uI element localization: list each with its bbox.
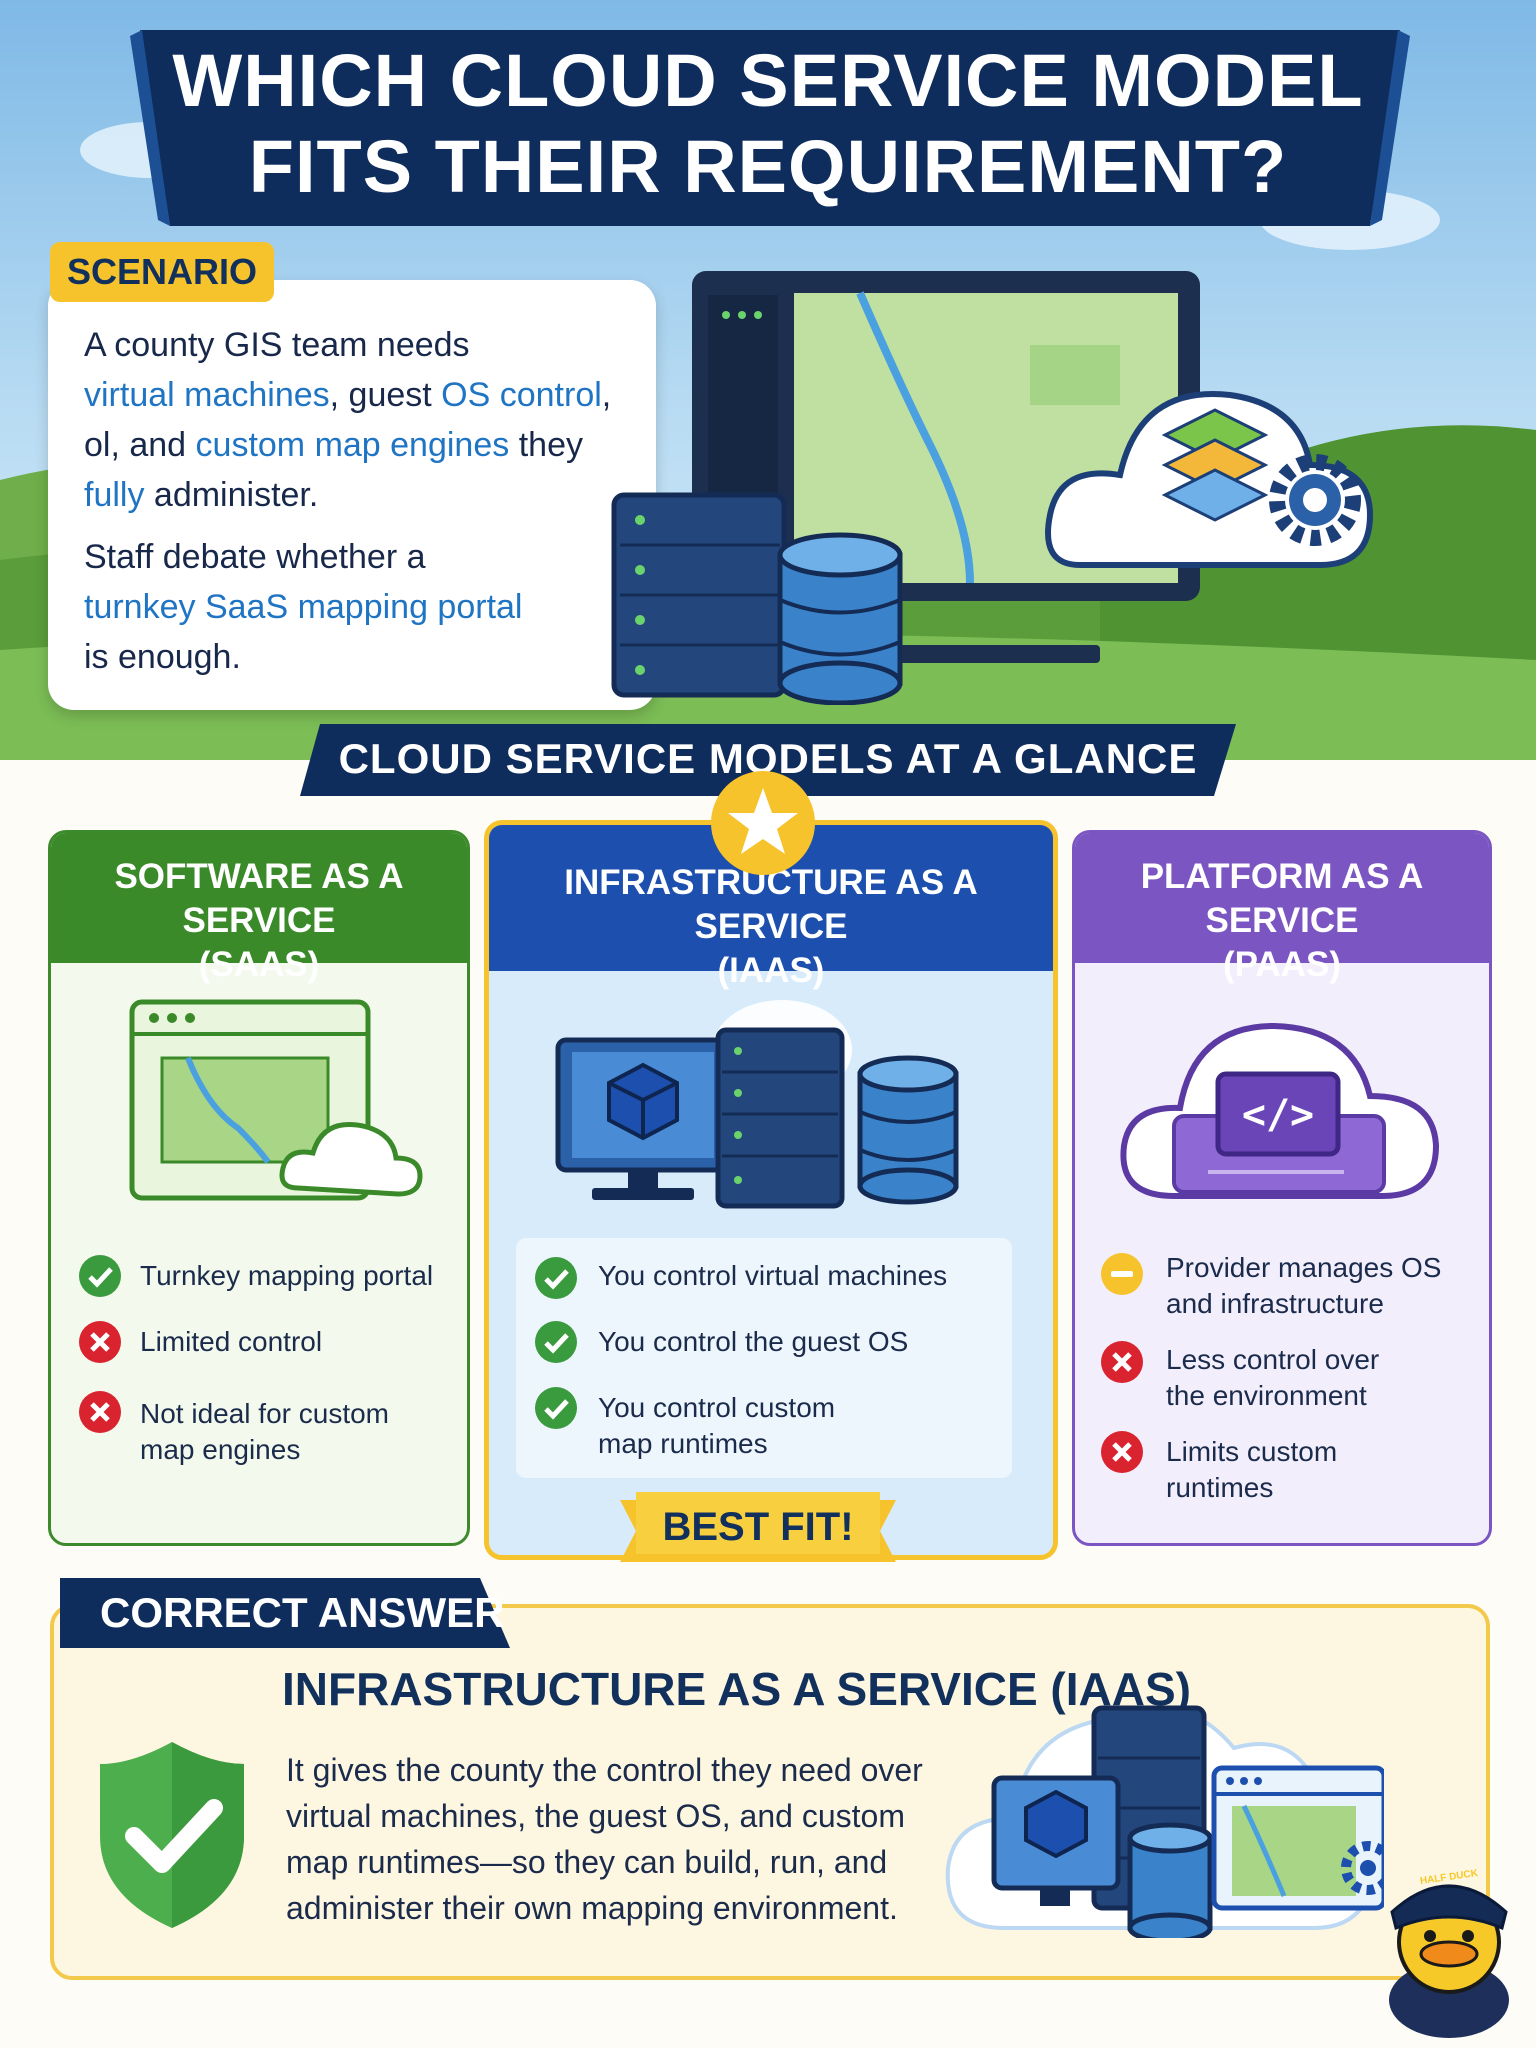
answer-line-3: map runtimes—so they can build, run, and xyxy=(286,1844,888,1880)
scenario-line-4: fully administer. xyxy=(84,476,318,515)
scenario-line-5: Staff debate whether a xyxy=(84,538,426,576)
duck-mascot xyxy=(1389,1884,1509,2038)
scenario-card xyxy=(48,280,656,710)
shield-check-icon xyxy=(100,1742,244,1928)
paas-bullet-1-line-1: Provider manages OS xyxy=(1166,1252,1442,1283)
scenario-tag: SCENARIO xyxy=(50,242,274,302)
iaas-bullet-3-line-1: You control custom xyxy=(598,1392,836,1423)
paas-header: PLATFORM AS A SERVICE (PAAS) xyxy=(1075,833,1489,984)
answer-heading: INFRASTRUCTURE AS A SERVICE (IAAS) xyxy=(282,1663,1191,1715)
paas-bullet-1-line-2: and infrastructure xyxy=(1166,1288,1384,1319)
paas-bullet-3: Limits custom runtimes xyxy=(1166,1434,1337,1506)
scenario-text: ol, and xyxy=(84,426,196,464)
saas-title: SOFTWARE AS A SERVICE xyxy=(114,857,404,940)
answer-illustration xyxy=(945,1705,1384,1938)
cross-icon xyxy=(1101,1431,1143,1473)
scenario-text: they xyxy=(509,426,583,464)
best-fit-label: BEST FIT! xyxy=(662,1505,854,1549)
glance-banner xyxy=(300,724,1236,796)
scenario-line-1: A county GIS team needs xyxy=(84,326,470,364)
paas-bullet-3-line-1: Limits custom xyxy=(1166,1436,1338,1467)
title-line-2: FITS THEIR REQUIREMENT? xyxy=(248,125,1288,208)
check-icon xyxy=(535,1321,577,1363)
answer-tag-label: CORRECT ANSWER xyxy=(100,1589,505,1636)
saas-bullet-3-line-1: Not ideal for custom xyxy=(140,1398,389,1429)
cross-icon xyxy=(79,1391,121,1433)
best-fit-badge xyxy=(620,1492,896,1562)
check-icon xyxy=(535,1387,577,1429)
server-icon xyxy=(715,1027,845,1209)
answer-tag xyxy=(60,1578,510,1648)
saas-bullet-3-line-2: map engines xyxy=(140,1434,301,1465)
scenario-line-6: turnkey SaaS mapping portal xyxy=(84,588,523,626)
scenario-highlight-vms: virtual machines xyxy=(84,376,330,414)
paas-bullet-2-line-1: Less control over xyxy=(1166,1344,1380,1375)
svg-text:</>: </> xyxy=(1242,1092,1314,1138)
paas-bullet-2-line-2: the environment xyxy=(1166,1380,1367,1411)
saas-header: SOFTWARE AS A SERVICE (SAAS) xyxy=(51,833,467,984)
title-line-1: WHICH CLOUD SERVICE MODEL xyxy=(172,39,1364,122)
database-icon xyxy=(857,1055,959,1205)
saas-bullet-2: Limited control xyxy=(140,1326,323,1357)
page-title: WHICH CLOUD SERVICE MODEL FITS THEIR REQ… xyxy=(160,38,1376,210)
answer-line-2: virtual machines, the guest OS, and cust… xyxy=(286,1798,905,1834)
title-banner xyxy=(130,30,1410,226)
saas-bullet-3: Not ideal for custom map engines xyxy=(140,1396,389,1468)
answer-line-1: It gives the county the control they nee… xyxy=(286,1752,923,1788)
gear-icon xyxy=(1269,454,1361,546)
scenario-line-3: ol, and custom map engines they xyxy=(84,426,583,465)
scenario-highlight-os: OS control xyxy=(441,376,602,414)
iaas-illustration xyxy=(555,1000,959,1209)
answer-line-4: administer their own mapping environment… xyxy=(286,1890,898,1926)
browser-map-icon xyxy=(129,999,423,1201)
iaas-bullet-2: You control the guest OS xyxy=(598,1326,909,1357)
scenario-highlight-engines: custom map engines xyxy=(195,426,510,464)
cloud-code-icon: </> xyxy=(1120,1022,1440,1199)
scenario-text: , guest xyxy=(329,376,442,414)
scenario-text: administer. xyxy=(144,476,319,514)
iaas-subtitle: (IAAS) xyxy=(717,951,825,990)
paas-bullet-2: Less control over the environment xyxy=(1166,1342,1379,1414)
scenario-line-7: is enough. xyxy=(84,638,241,676)
database-icon xyxy=(1127,1822,1213,1938)
gear-icon xyxy=(1341,1841,1384,1895)
paas-bullet-1: Provider manages OS and infrastructure xyxy=(1166,1250,1441,1322)
cross-icon xyxy=(1101,1341,1143,1383)
scenario-text: , xyxy=(601,376,612,414)
iaas-bullets-panel xyxy=(516,1238,1012,1478)
database-icon xyxy=(777,532,903,705)
iaas-bullet-3-line-2: map runtimes xyxy=(598,1428,768,1459)
paas-bullet-3-line-2: runtimes xyxy=(1166,1472,1274,1503)
iaas-bullet-3: You control custom map runtimes xyxy=(598,1390,835,1462)
minus-icon xyxy=(1101,1253,1143,1295)
monitor-cube-icon xyxy=(555,1037,731,1200)
saas-bullet-1: Turnkey mapping portal xyxy=(140,1260,434,1291)
saas-subtitle: (SAAS) xyxy=(198,945,320,984)
iaas-bullet-1: You control virtual machines xyxy=(598,1260,948,1291)
scenario-line-2: virtual machines, guest OS control, xyxy=(84,376,611,415)
hero-illustration xyxy=(611,271,1374,705)
paas-subtitle: (PAAS) xyxy=(1223,945,1341,984)
scenario-highlight-fully: fully xyxy=(84,476,145,514)
paas-title: PLATFORM AS A SERVICE xyxy=(1140,857,1424,940)
star-icon xyxy=(711,771,815,875)
cross-icon xyxy=(79,1321,121,1363)
check-icon xyxy=(79,1255,121,1297)
monitor-cube-icon xyxy=(991,1775,1121,1906)
check-icon xyxy=(535,1257,577,1299)
server-icon xyxy=(611,492,787,698)
browser-map-icon xyxy=(1211,1765,1384,1911)
